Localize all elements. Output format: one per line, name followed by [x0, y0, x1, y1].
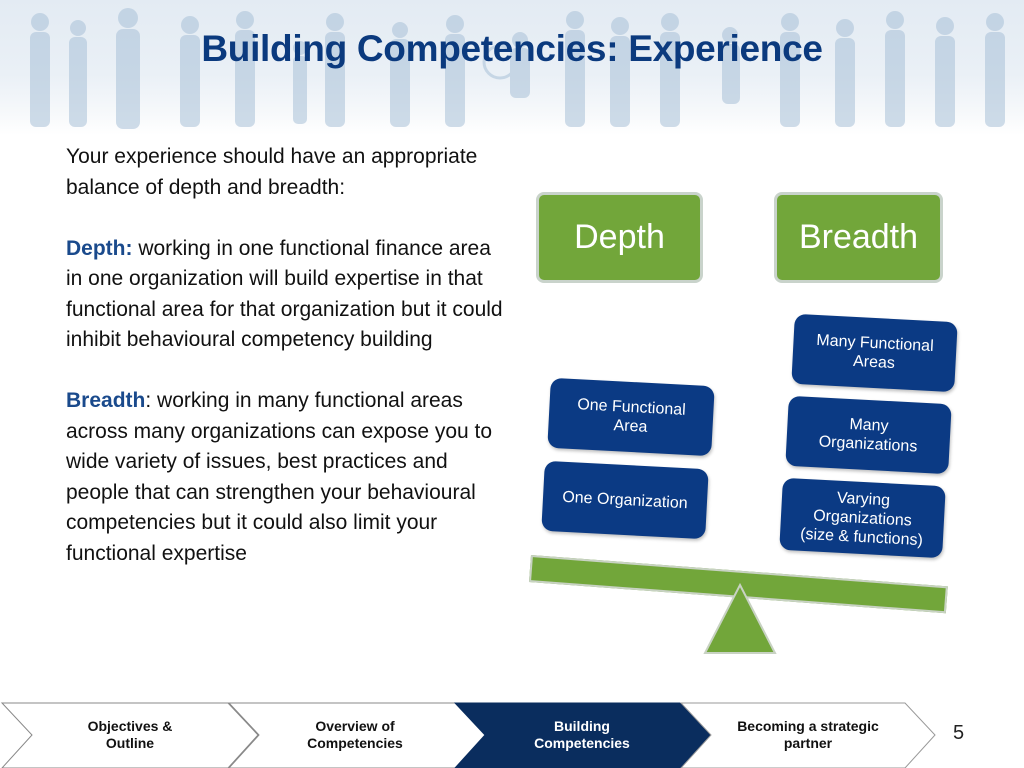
depth-paragraph: Depth: working in one functional finance… [66, 234, 506, 356]
nav-step-objectives[interactable]: Objectives & Outline [60, 718, 200, 752]
depth-header-box: Depth [536, 192, 703, 283]
nav-step-line: partner [783, 735, 833, 751]
people-silhouettes-icon [30, 8, 1005, 129]
breadth-description: : working in many functional areas acros… [66, 389, 493, 565]
depth-header-label: Depth [574, 218, 665, 256]
page-number: 5 [953, 722, 965, 744]
breadth-keyword: Breadth [66, 389, 146, 412]
nav-step-line: Competencies [307, 735, 403, 751]
slide-title: Building Competencies: Experience [201, 28, 823, 69]
breadth-paragraph: Breadth: working in many functional area… [66, 386, 506, 569]
nav-step-line: Becoming a strategic [737, 718, 879, 734]
breadth-header-label: Breadth [798, 218, 919, 256]
nav-step-strategic-partner[interactable]: Becoming a strategic partner [718, 718, 898, 752]
nav-step-line: Overview of [315, 718, 395, 734]
nav-step-line: Building [554, 718, 610, 734]
breadth-header-box: Breadth [774, 192, 943, 283]
depth-box-organization: One Organization [541, 460, 709, 540]
nav-step-line: Competencies [534, 735, 630, 751]
body-text: Your experience should have an appropria… [66, 142, 506, 600]
nav-step-overview[interactable]: Overview of Competencies [285, 718, 425, 752]
nav-step-line: Outline [105, 735, 155, 751]
intro-paragraph: Your experience should have an appropria… [66, 145, 478, 199]
box-line: One Organization [561, 488, 689, 512]
nav-step-building-active[interactable]: Building Competencies [512, 718, 652, 752]
fulcrum-triangle-icon [703, 582, 777, 654]
box-line: Organizations [818, 433, 918, 456]
nav-step-line: Objectives & [87, 718, 173, 734]
progress-nav-chevrons [0, 702, 936, 768]
depth-keyword: Depth: [66, 236, 133, 260]
header-banner [0, 0, 1024, 135]
depth-description: working in one functional finance area i… [66, 236, 503, 352]
